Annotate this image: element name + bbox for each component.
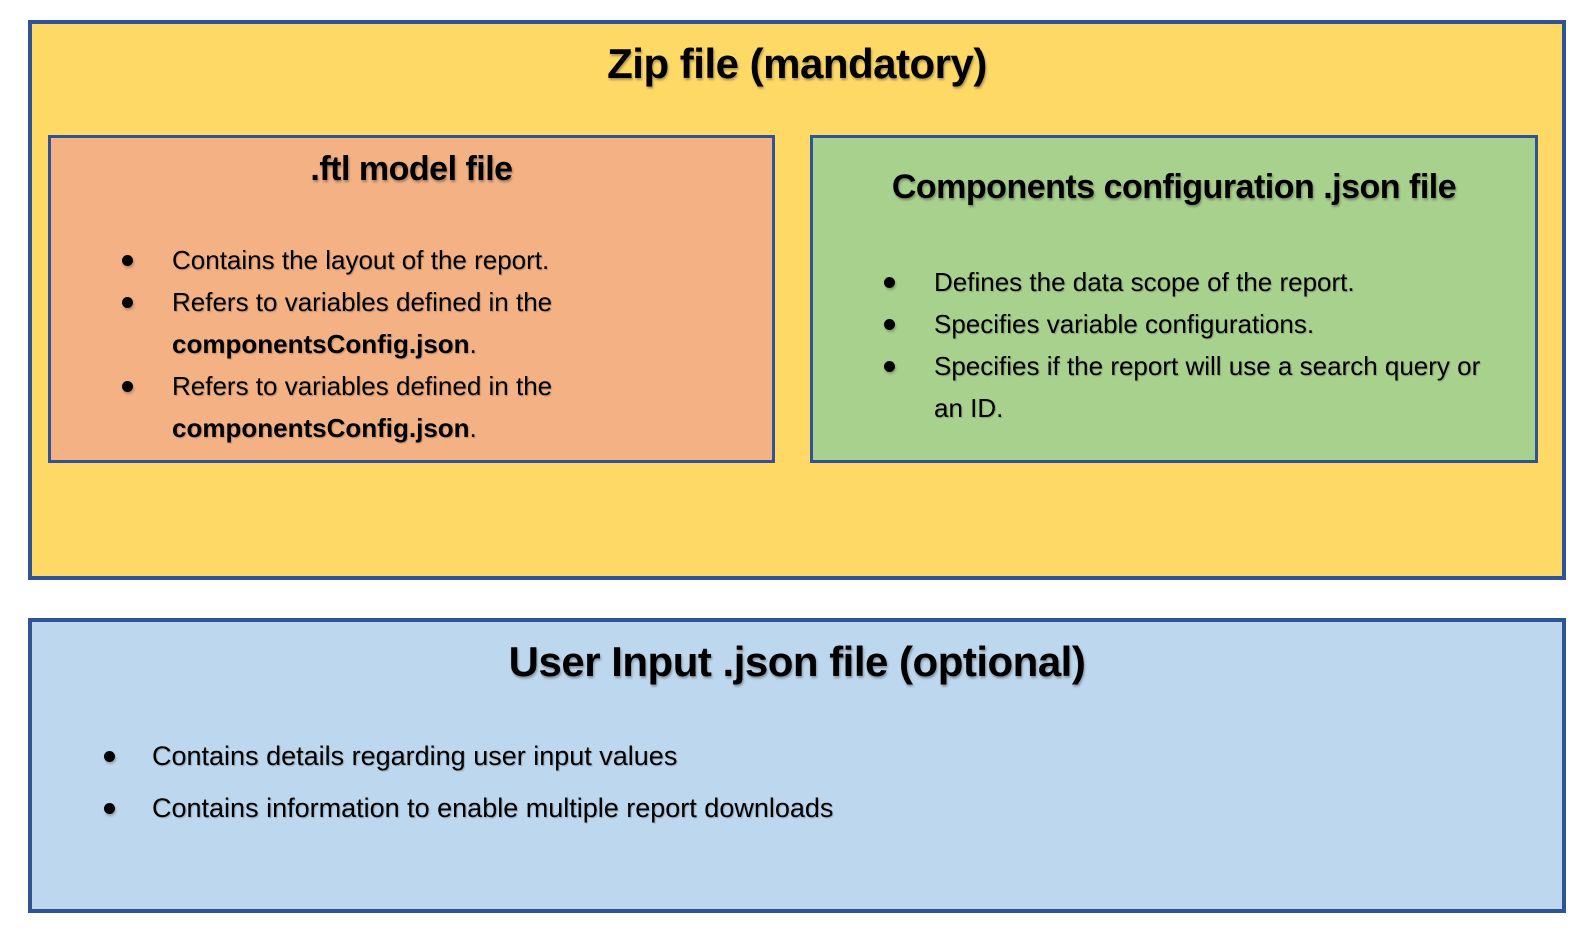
ftl-model-file-title: .ftl model file (310, 150, 513, 188)
components-bullet-list: Defines the data scope of the report. Sp… (813, 261, 1535, 429)
bullet-text-pre: Specifies if the report will use a searc… (934, 351, 1481, 423)
list-item: Contains details regarding user input va… (32, 736, 1538, 776)
bullet-icon (104, 736, 152, 776)
bullet-icon (884, 261, 934, 303)
bullet-text-pre: Contains details regarding user input va… (152, 741, 678, 771)
components-configuration-title: Components configuration .json file (891, 168, 1457, 206)
list-item: Specifies variable configurations. (813, 303, 1511, 345)
bullet-text: Specifies if the report will use a searc… (934, 345, 1511, 429)
list-item: Refers to variables defined in the compo… (51, 365, 756, 449)
bullet-text-post: . (469, 413, 477, 443)
bullet-text: Specifies variable configurations. (934, 303, 1511, 345)
bullet-text-pre: Refers to variables defined in the (172, 371, 553, 401)
zip-file-title: Zip file (mandatory) (607, 40, 987, 87)
ftl-bullet-list: Contains the layout of the report. Refer… (51, 239, 772, 449)
bullet-text: Contains details regarding user input va… (152, 736, 1538, 776)
bullet-text-pre: Refers to variables defined in the (172, 287, 553, 317)
ftl-model-file-box: .ftl model file Contains the layout of t… (48, 135, 775, 463)
bullet-icon (122, 281, 172, 365)
user-input-bullet-list: Contains details regarding user input va… (32, 736, 1562, 828)
bullet-text-pre: Defines the data scope of the report. (934, 267, 1355, 297)
bullet-text-pre: Specifies variable configurations. (934, 309, 1315, 339)
bullet-icon (122, 365, 172, 449)
list-item: Contains information to enable multiple … (32, 788, 1538, 828)
bullet-icon (884, 345, 934, 429)
bullet-text-pre: Contains the layout of the report. (172, 245, 550, 275)
components-configuration-box: Components configuration .json file Defi… (810, 135, 1538, 463)
bullet-icon (884, 303, 934, 345)
list-item: Contains the layout of the report. (51, 239, 756, 281)
bullet-icon (122, 239, 172, 281)
user-input-title: User Input .json file (optional) (508, 638, 1086, 685)
list-item: Defines the data scope of the report. (813, 261, 1511, 303)
bullet-text: Refers to variables defined in the compo… (172, 281, 756, 365)
user-input-box: User Input .json file (optional) Contain… (28, 618, 1566, 913)
bullet-text: Refers to variables defined in the compo… (172, 365, 756, 449)
list-item: Specifies if the report will use a searc… (813, 345, 1511, 429)
bullet-text: Contains the layout of the report. (172, 239, 756, 281)
zip-file-box: Zip file (mandatory) .ftl model file Con… (28, 20, 1566, 580)
bullet-text: Contains information to enable multiple … (152, 788, 1538, 828)
bullet-text-bold: componentsConfig.json (172, 413, 470, 443)
bullet-icon (104, 788, 152, 828)
list-item: Refers to variables defined in the compo… (51, 281, 756, 365)
bullet-text: Defines the data scope of the report. (934, 261, 1511, 303)
bullet-text-post: . (469, 329, 477, 359)
bullet-text-pre: Contains information to enable multiple … (152, 793, 834, 823)
bullet-text-bold: componentsConfig.json (172, 329, 470, 359)
